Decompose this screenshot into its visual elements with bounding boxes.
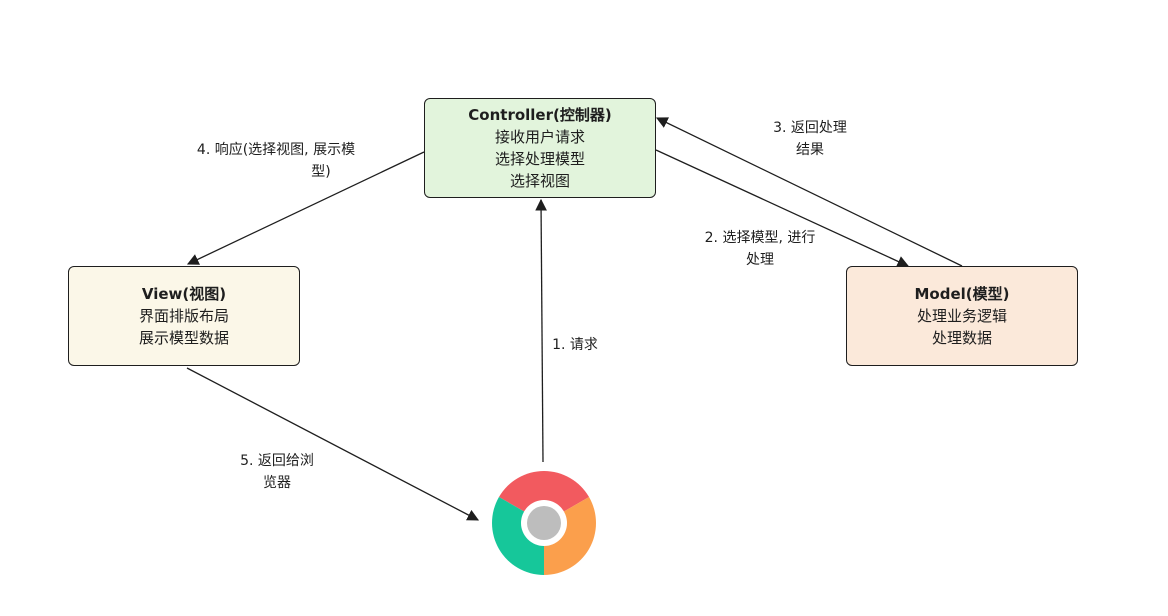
- browser-icon-red-segment: [498, 471, 590, 523]
- view-title: View(视图): [141, 285, 227, 303]
- edge-request: [535, 198, 547, 463]
- edge-label-respond-line-2: 型): [311, 164, 331, 180]
- view-node: View(视图) 界面排版布局 展示模型数据: [68, 266, 300, 366]
- chrome-browser-icon[interactable]: [490, 469, 598, 577]
- model-line-2: 处理数据: [931, 329, 992, 347]
- controller-line-2: 选择处理模型: [494, 150, 585, 168]
- model-title: Model(模型): [914, 285, 1010, 303]
- edge-label-request-line-1: 1. 请求: [552, 337, 598, 353]
- edge-label-select-model-line-2: 处理: [746, 252, 774, 268]
- edge-label-return-result-line-1: 3. 返回处理: [773, 120, 847, 136]
- model-node: Model(模型) 处理业务逻辑 处理数据: [846, 266, 1078, 366]
- controller-line-3: 选择视图: [509, 172, 570, 190]
- edge-label-return-browser: 5. 返回给浏 览器: [222, 450, 332, 494]
- edge-respond: [186, 151, 425, 265]
- edge-select-model: [655, 149, 910, 267]
- edge-label-return-result: 3. 返回处理 结果: [755, 117, 865, 161]
- controller-line-1: 接收用户请求: [494, 128, 585, 146]
- edge-label-return-browser-line-1: 5. 返回给浏: [240, 453, 314, 469]
- model-line-1: 处理业务逻辑: [916, 307, 1007, 325]
- controller-title: Controller(控制器): [468, 106, 612, 124]
- edge-label-return-browser-line-2: 览器: [263, 475, 291, 491]
- edge-label-select-model-line-1: 2. 选择模型, 进行: [704, 230, 816, 246]
- edge-label-respond: 4. 响应(选择视图, 展示模 型): [166, 139, 386, 183]
- edge-label-respond-line-1: 4. 响应(选择视图, 展示模: [196, 142, 356, 158]
- edge-label-return-result-line-2: 结果: [796, 142, 824, 158]
- edge-return-result: [655, 117, 963, 267]
- edge-return-browser: [186, 367, 480, 521]
- view-line-2: 展示模型数据: [138, 329, 229, 347]
- edge-label-request: 1. 请求: [540, 334, 610, 356]
- view-line-1: 界面排版布局: [138, 307, 229, 325]
- controller-node: Controller(控制器) 接收用户请求 选择处理模型 选择视图: [424, 98, 656, 198]
- edge-label-select-model: 2. 选择模型, 进行 处理: [685, 227, 835, 271]
- browser-icon-center: [527, 506, 561, 540]
